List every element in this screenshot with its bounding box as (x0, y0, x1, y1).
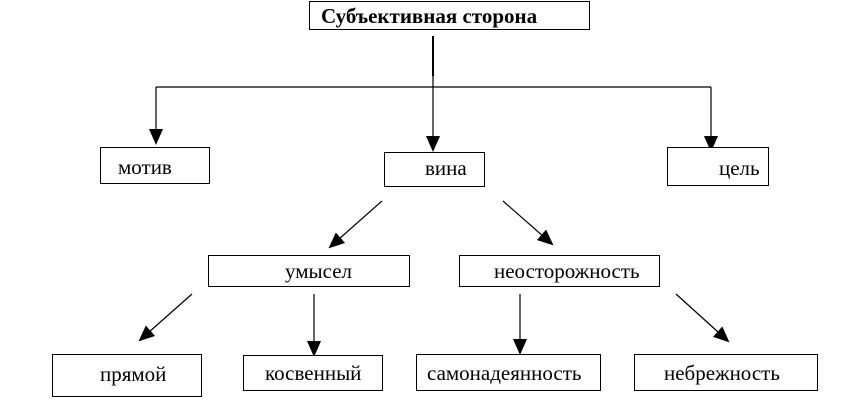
root-node-box: Субъективная сторона (309, 1, 590, 30)
negligence-node-box: неосторожность (459, 255, 660, 287)
negligence-node-label: неосторожность (494, 259, 640, 283)
arrow-to-negligence (502, 200, 554, 246)
guilt-node-label: вина (425, 156, 467, 180)
indirect-node-box: косвенный (243, 355, 383, 391)
arrogance-node-box: самонадеянность (416, 354, 601, 391)
motive-node-box: мотив (100, 147, 210, 184)
arrow-to-direct (138, 293, 193, 342)
carelessness-node-box: небрежность (634, 354, 818, 391)
goal-node-label: цель (719, 156, 760, 180)
arrow-to-intent (328, 200, 383, 249)
goal-node-box: цель (667, 147, 769, 186)
root-node-label: Субъективная сторона (321, 4, 538, 28)
motive-node-label: мотив (118, 155, 172, 179)
arrogance-node-label: самонадеянность (427, 361, 582, 385)
direct-node-box: прямой (52, 354, 202, 397)
arrow-to-carelessness (675, 293, 730, 343)
direct-node-label: прямой (100, 362, 167, 386)
intent-node-label: умысел (285, 259, 352, 283)
intent-node-box: умысел (208, 255, 410, 287)
indirect-node-label: косвенный (265, 361, 362, 385)
carelessness-node-label: небрежность (664, 361, 780, 385)
guilt-node-box: вина (384, 152, 485, 187)
